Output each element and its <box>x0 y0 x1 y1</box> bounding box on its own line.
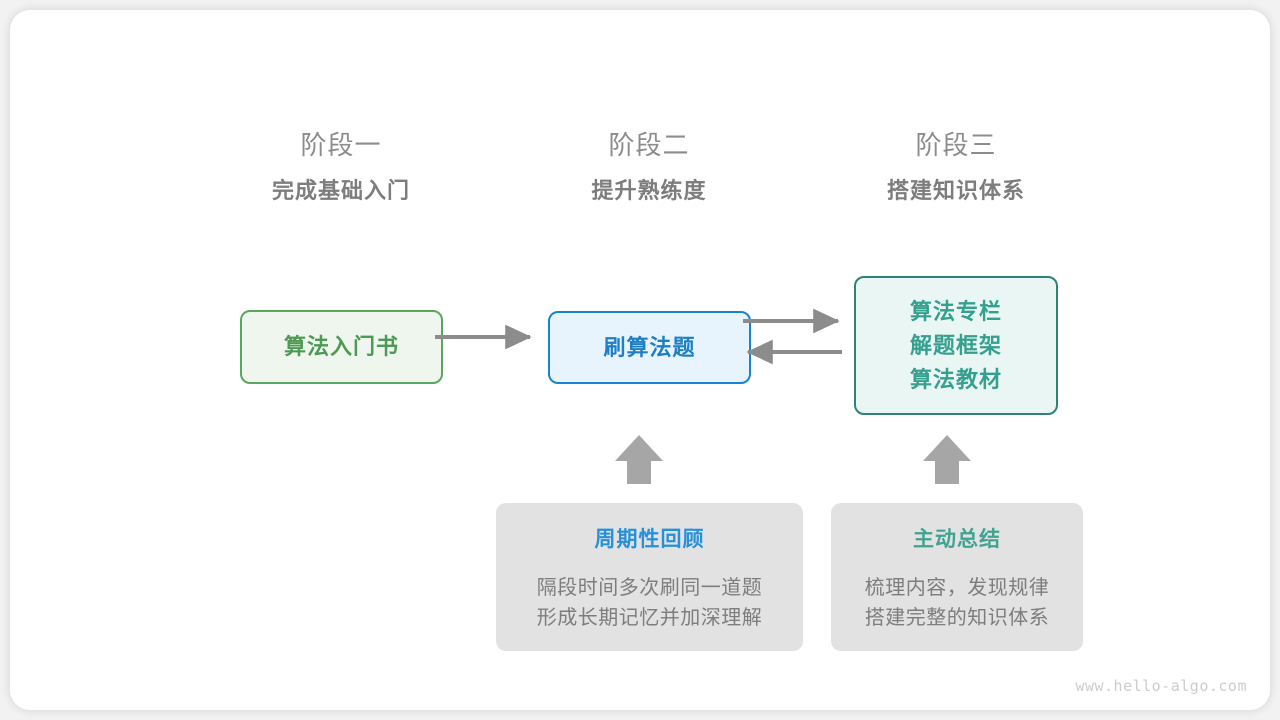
node-learning-resources[interactable]: 算法专栏 解题框架 算法教材 <box>854 276 1058 415</box>
stage-number: 阶段三 <box>915 130 997 160</box>
note-body: 梳理内容，发现规律 搭建完整的知识体系 <box>831 573 1083 633</box>
note-body-line-2: 形成长期记忆并加深理解 <box>536 607 763 629</box>
note-title: 主动总结 <box>913 528 1001 551</box>
diagram-card: 阶段一 完成基础入门 阶段二 提升熟练度 阶段三 搭建知识体系 算法入门书 刷算… <box>10 10 1270 710</box>
stage-title: 提升熟练度 <box>591 178 707 203</box>
note-body-line-2: 搭建完整的知识体系 <box>864 607 1050 629</box>
stage-header-1: 阶段一 完成基础入门 <box>221 128 461 207</box>
note-body: 隔段时间多次刷同一道题 形成长期记忆并加深理解 <box>496 573 803 633</box>
node-label: 算法入门书 <box>283 334 399 359</box>
stage-title: 完成基础入门 <box>271 178 410 203</box>
node-practice-problems[interactable]: 刷算法题 <box>548 311 751 384</box>
watermark-url: www.hello-algo.com <box>1075 677 1247 695</box>
stage-header-3: 阶段三 搭建知识体系 <box>836 128 1076 207</box>
note-body-line-1: 隔段时间多次刷同一道题 <box>536 577 763 599</box>
node-label-3: 算法教材 <box>909 366 1002 392</box>
node-label: 刷算法题 <box>603 334 696 360</box>
note-title: 周期性回顾 <box>594 528 705 551</box>
note-body-line-1: 梳理内容，发现规律 <box>864 577 1050 599</box>
stage-header-2: 阶段二 提升熟练度 <box>529 128 769 207</box>
node-label-2: 解题框架 <box>909 332 1002 358</box>
node-algorithm-intro-book[interactable]: 算法入门书 <box>240 310 443 384</box>
stage-title: 搭建知识体系 <box>886 178 1025 203</box>
node-label-1: 算法专栏 <box>909 298 1002 324</box>
stage-number: 阶段二 <box>608 130 690 160</box>
note-card-active-summary[interactable]: 主动总结 梳理内容，发现规律 搭建完整的知识体系 <box>831 503 1083 651</box>
stage-number: 阶段一 <box>300 130 382 160</box>
note-card-periodic-review[interactable]: 周期性回顾 隔段时间多次刷同一道题 形成长期记忆并加深理解 <box>496 503 803 651</box>
